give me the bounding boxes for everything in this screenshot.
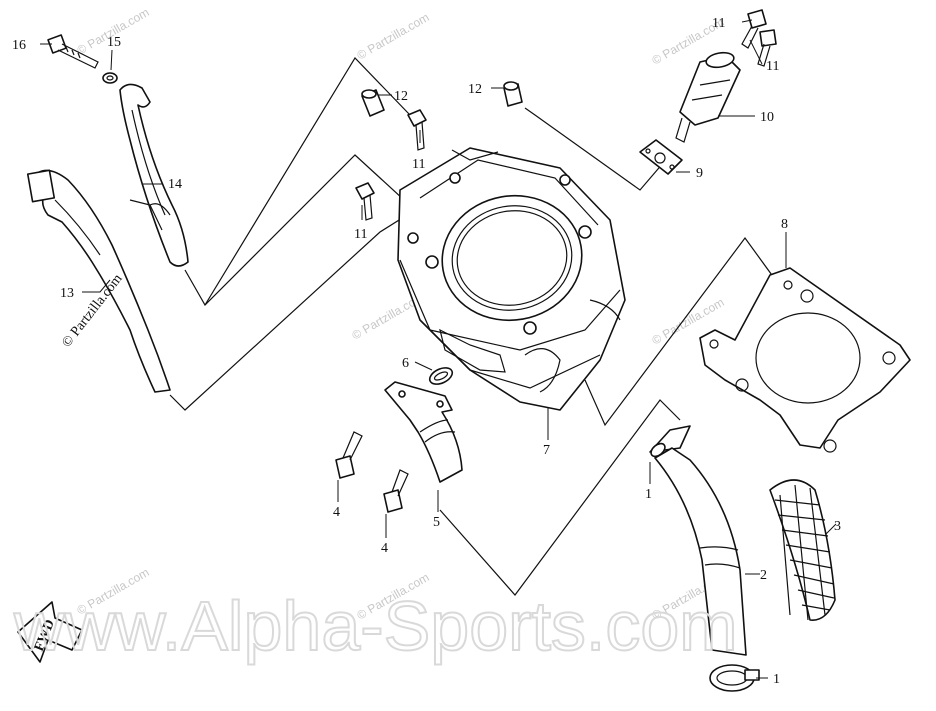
part-7-cylinder [397, 147, 626, 411]
part-11-bolt-right-b [757, 29, 777, 67]
part-4-bolt-a [335, 431, 363, 479]
label-3: 3 [834, 519, 841, 534]
part-10-tensioner [675, 51, 741, 143]
part-16-bolt [47, 34, 99, 69]
label-10: 10 [760, 110, 774, 125]
part-labels: 16 15 14 13 12 11 11 12 11 11 10 9 8 6 7… [12, 16, 841, 687]
part-15-washer [102, 72, 118, 84]
label-2: 2 [760, 568, 767, 583]
label-12-right: 12 [468, 82, 482, 97]
label-9: 9 [696, 166, 703, 181]
zigzag-right [584, 236, 791, 427]
label-11-right-b: 11 [766, 59, 779, 74]
label-11-left-a: 11 [412, 157, 425, 172]
part-11-bolt-right-a [741, 9, 767, 49]
leader-lines [40, 19, 837, 679]
label-16: 16 [12, 38, 26, 53]
part-3-filter-foam [769, 479, 836, 621]
label-11-right-a: 11 [712, 16, 725, 31]
watermark-small-2: © Partzilla.com [355, 10, 432, 63]
zigzag-upper [204, 57, 411, 306]
main-watermark: www.Alpha-Sports.com [13, 587, 738, 665]
label-12-left: 12 [394, 89, 408, 104]
part-12-dowel-right [503, 81, 523, 107]
part-12-dowel-left [361, 89, 385, 117]
part-13-chain-guide [26, 169, 171, 393]
part-11-bolt-left-b [355, 182, 375, 221]
label-15: 15 [107, 35, 121, 50]
label-4-b: 4 [381, 541, 388, 556]
label-14: 14 [168, 177, 182, 192]
side-watermark: © Partzilla.com [59, 271, 125, 350]
label-1-bottom: 1 [773, 672, 780, 687]
label-4-a: 4 [333, 505, 340, 520]
part-4-bolt-b [383, 469, 409, 513]
label-11-left-b: 11 [354, 227, 367, 242]
zigzag-top-right [524, 107, 671, 191]
zigzag-left [169, 154, 416, 411]
label-13: 13 [60, 286, 74, 301]
part-1-clamp-bottom [709, 664, 760, 692]
part-6-o-ring [428, 367, 454, 385]
label-6: 6 [402, 356, 409, 371]
part-8-cylinder-gasket [699, 267, 911, 453]
part-14-chain-guide [119, 83, 189, 267]
part-11-bolt-left-a [407, 109, 427, 151]
part-9-tensioner-gasket [639, 139, 683, 175]
part-2-hose [654, 447, 747, 656]
label-7: 7 [543, 443, 550, 458]
zigzag-bottom [439, 399, 681, 596]
label-8: 8 [781, 217, 788, 232]
label-1-top: 1 [645, 487, 652, 502]
part-5-intake-pipe [384, 381, 463, 483]
label-5: 5 [433, 515, 440, 530]
